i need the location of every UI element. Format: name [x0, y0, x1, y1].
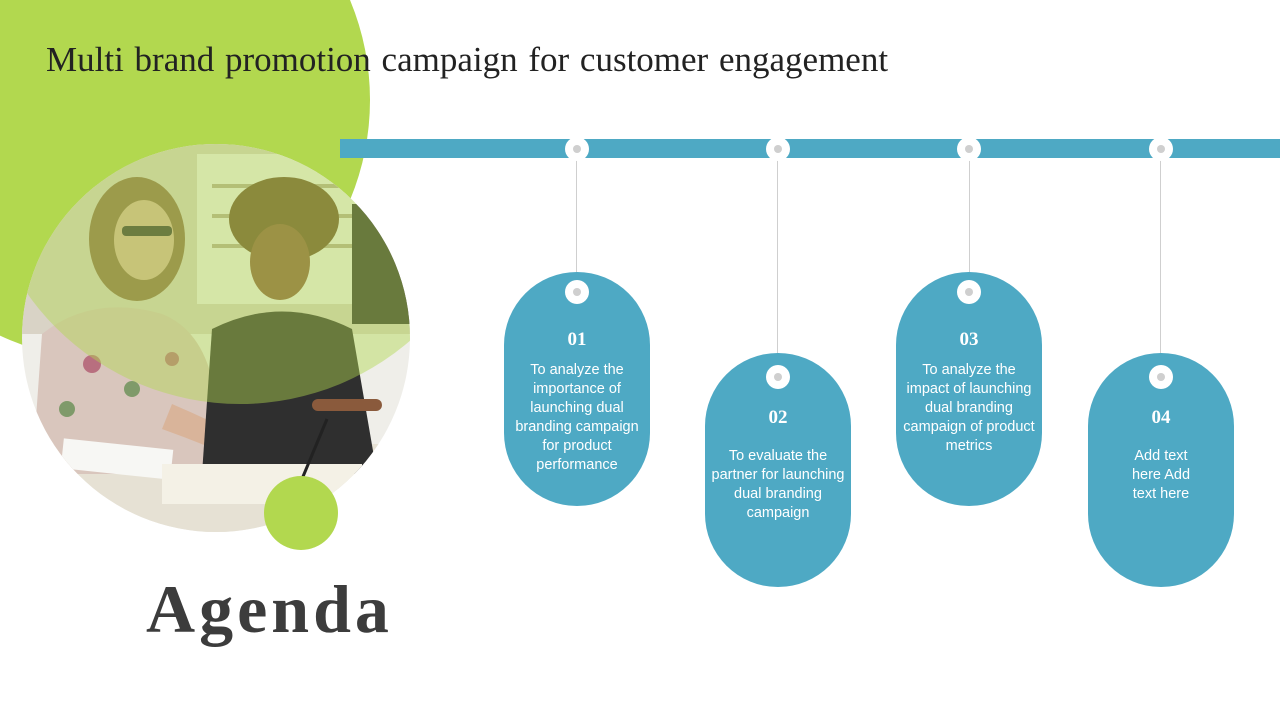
- students-photo: [22, 144, 410, 532]
- agenda-item-text: To evaluate the partner for launching du…: [711, 448, 845, 521]
- agenda-item-text: Add text here Add text here: [1131, 448, 1191, 502]
- agenda-item-1: 01 To analyze the importance of launchin…: [504, 272, 650, 506]
- agenda-item-dot-1: [565, 280, 589, 304]
- agenda-item-2: 02 To evaluate the partner for launching…: [705, 353, 851, 587]
- timeline-bar: [340, 139, 1280, 158]
- slide-title: Multi brand promotion campaign for custo…: [46, 40, 889, 79]
- timeline-dot-1: [565, 137, 589, 161]
- agenda-heading: Agenda: [146, 571, 393, 647]
- agenda-item-3: 03 To analyze the impact of launching du…: [896, 272, 1042, 506]
- timeline-dot-4: [1149, 137, 1173, 161]
- agenda-item-number: 02: [768, 407, 788, 428]
- agenda-item-4: 04 Add text here Add text here: [1088, 353, 1234, 587]
- agenda-item-text: To analyze the importance of launching d…: [515, 362, 639, 473]
- agenda-item-number: 04: [1151, 407, 1171, 428]
- decorative-small-green-circle: [264, 476, 338, 550]
- connector-line-1: [576, 160, 577, 282]
- timeline-dot-2: [766, 137, 790, 161]
- connector-line-2: [777, 160, 778, 366]
- agenda-item-dot-2: [766, 365, 790, 389]
- agenda-item-text: To analyze the impact of launching dual …: [903, 362, 1035, 454]
- agenda-item-number: 03: [959, 329, 979, 350]
- agenda-item-dot-4: [1149, 365, 1173, 389]
- connector-line-4: [1160, 160, 1161, 366]
- timeline-dot-3: [957, 137, 981, 161]
- agenda-item-number: 01: [567, 329, 587, 350]
- agenda-item-dot-3: [957, 280, 981, 304]
- connector-line-3: [969, 160, 970, 282]
